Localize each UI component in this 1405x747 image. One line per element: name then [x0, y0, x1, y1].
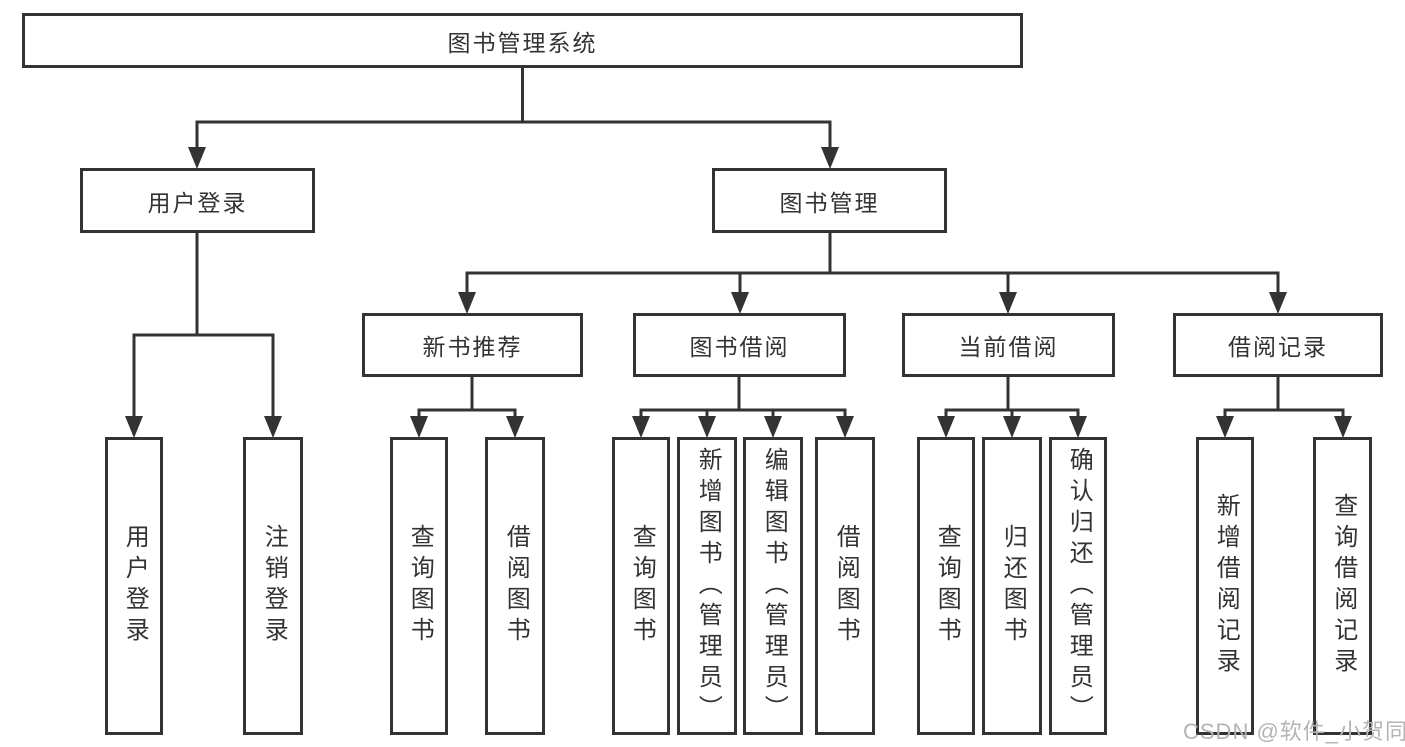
node-leaf-add-borrow-record: 新增借阅记录: [1196, 437, 1254, 735]
node-label: 当前借阅: [958, 334, 1059, 360]
node-leaf-query-book-3: 查询图书: [917, 437, 975, 735]
edge-bookborrow-to-leaves: [639, 377, 847, 420]
node-label: 借阅图书: [502, 524, 530, 648]
node-label: 新增借阅记录: [1212, 493, 1240, 679]
node-leaf-user-login: 用户登录: [105, 437, 163, 735]
node-book-management-branch: 图书管理: [712, 168, 947, 233]
node-leaf-query-book-1: 查询图书: [390, 437, 448, 735]
node-label: 图书管理系统: [447, 29, 598, 56]
node-label: 归还图书: [999, 524, 1027, 648]
edge-currentborrow-to-leaves: [944, 377, 1080, 420]
node-label: 查询借阅记录: [1329, 493, 1357, 679]
node-borrow-record: 借阅记录: [1173, 313, 1383, 377]
node-label: 借阅记录: [1228, 334, 1328, 360]
edge-userlogin-to-leaves: [132, 233, 275, 419]
node-label: 查询图书: [406, 524, 434, 648]
node-label: 用户登录: [147, 189, 248, 216]
node-label: 新书推荐: [422, 334, 523, 360]
arrowheads: [125, 147, 1352, 438]
edge-root-to-level2: [195, 68, 832, 150]
edge-newbookrec-to-leaves: [417, 377, 517, 420]
node-label: 用户登录: [121, 524, 149, 648]
node-book-borrow: 图书借阅: [633, 313, 846, 377]
csdn-watermark: CSDN @软件_小贺同学: [1183, 719, 1405, 744]
node-library-system: 图书管理系统: [22, 13, 1023, 68]
node-current-borrow: 当前借阅: [902, 313, 1115, 377]
node-leaf-query-borrow-record: 查询借阅记录: [1313, 437, 1372, 735]
node-leaf-confirm-return-admin: 确认归还（管理员）: [1049, 437, 1107, 735]
node-label: 借阅图书: [832, 524, 860, 648]
node-leaf-borrow-book-1: 借阅图书: [485, 437, 545, 735]
node-leaf-edit-book-admin: 编辑图书（管理员）: [743, 437, 803, 735]
node-new-book-recommend: 新书推荐: [362, 313, 583, 377]
node-user-login-branch: 用户登录: [80, 168, 315, 233]
node-label: 确认归还（管理员）: [1065, 446, 1093, 726]
node-leaf-query-book-2: 查询图书: [612, 437, 670, 735]
node-label: 编辑图书（管理员）: [760, 446, 788, 726]
edge-borrowrecord-to-leaves: [1223, 377, 1345, 420]
node-label: 图书借阅: [689, 334, 790, 360]
node-leaf-add-book-admin: 新增图书（管理员）: [677, 437, 737, 735]
edge-bookmgmt-to-level3: [465, 233, 1280, 295]
node-label: 查询图书: [628, 524, 656, 648]
node-leaf-borrow-book-2: 借阅图书: [815, 437, 875, 735]
node-label: 图书管理: [779, 189, 880, 216]
node-leaf-return-book: 归还图书: [982, 437, 1042, 735]
node-label: 注销登录: [260, 524, 288, 648]
node-label: 查询图书: [933, 524, 961, 648]
node-label: 新增图书（管理员）: [694, 446, 722, 726]
node-leaf-logout: 注销登录: [243, 437, 303, 735]
